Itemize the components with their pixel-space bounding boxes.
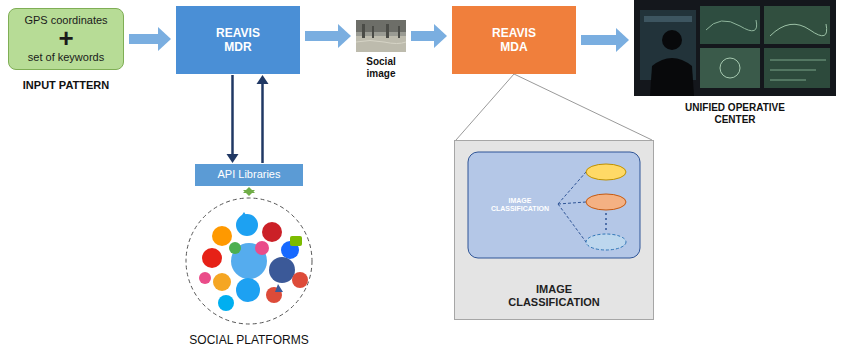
arrow-shaft [261, 83, 264, 163]
heading-holder: SOCIAL PLATFORMS [174, 333, 324, 347]
social-image: Social image [356, 20, 406, 52]
arrow-head [243, 187, 255, 193]
node-label: IMAGE CLASSIFICATION [484, 197, 556, 214]
arrow-shaft [581, 35, 617, 45]
node-content: REAVIS MDR [176, 6, 300, 74]
node-content: GPS coordinates+set of keywords [9, 9, 123, 69]
api-box: API Libraries [195, 164, 303, 186]
node-content: API Libraries [195, 164, 303, 186]
flow-arrow [305, 24, 351, 48]
flow-arrow [411, 24, 447, 48]
social-circle: SOCIAL PLATFORMS [185, 197, 313, 325]
flow-arrow [129, 27, 171, 51]
heading-holder: UNIFIED OPERATIVE CENTER [673, 102, 797, 126]
flow-arrow [227, 75, 239, 163]
social-icons [199, 212, 308, 311]
operative-center: UNIFIED OPERATIVE CENTER [634, 0, 836, 96]
node-label: REAVIS MDR [208, 26, 268, 55]
zoom-lines [456, 74, 652, 140]
node-heading: Social image [357, 56, 405, 80]
node-content [185, 197, 313, 325]
arrow-shaft [129, 34, 159, 44]
arrow-head [158, 27, 171, 51]
arrow-shaft [411, 31, 435, 41]
classification-box: IMAGE CLASSIFICATION [479, 187, 561, 223]
arrow-head [338, 24, 351, 48]
classification-detail [468, 152, 640, 258]
node-label: set of keywords [28, 51, 104, 64]
arrow-head [434, 24, 447, 48]
node-heading: SOCIAL PLATFORMS [174, 333, 324, 347]
social-photo [356, 20, 406, 52]
node-content: IMAGE CLASSIFICATION [455, 141, 653, 319]
heading-holder: INPUT PATTERN [6, 79, 126, 92]
node-heading: UNIFIED OPERATIVE CENTER [673, 102, 797, 126]
panel-ground [454, 140, 654, 320]
flow-arrow [243, 187, 255, 196]
node-label: REAVIS MDA [484, 26, 544, 55]
process-box: REAVIS MDR [176, 6, 300, 74]
zoom-panel: IMAGE CLASSIFICATION IMAGE CLASSIFICATION [454, 140, 654, 320]
node-label: + [58, 27, 73, 50]
node-content: REAVIS MDA [452, 6, 576, 74]
node-label: IMAGE CLASSIFICATION [499, 283, 609, 309]
arrow-shaft [305, 31, 339, 41]
flow-arrow [257, 75, 269, 163]
node-content: IMAGE CLASSIFICATION [480, 188, 560, 222]
dashed-circle [186, 198, 312, 324]
process-box: REAVIS MDA [452, 6, 576, 74]
circle-outline [185, 197, 313, 325]
input-box: GPS coordinates+set of keywordsINPUT PAT… [8, 8, 124, 70]
arrow-head [227, 154, 239, 163]
flow-arrow [581, 28, 629, 52]
arrow-head [616, 28, 629, 52]
node-content [356, 20, 406, 52]
heading-holder: Social image [357, 56, 405, 80]
arrow-head [257, 75, 269, 84]
node-content [634, 0, 836, 96]
node-heading: INPUT PATTERN [6, 79, 126, 92]
control-room-picture [634, 0, 836, 96]
node-label: GPS coordinates [24, 14, 107, 27]
zoom-line [456, 74, 652, 140]
node-label: API Libraries [218, 168, 281, 181]
arrow-shaft [231, 75, 234, 155]
